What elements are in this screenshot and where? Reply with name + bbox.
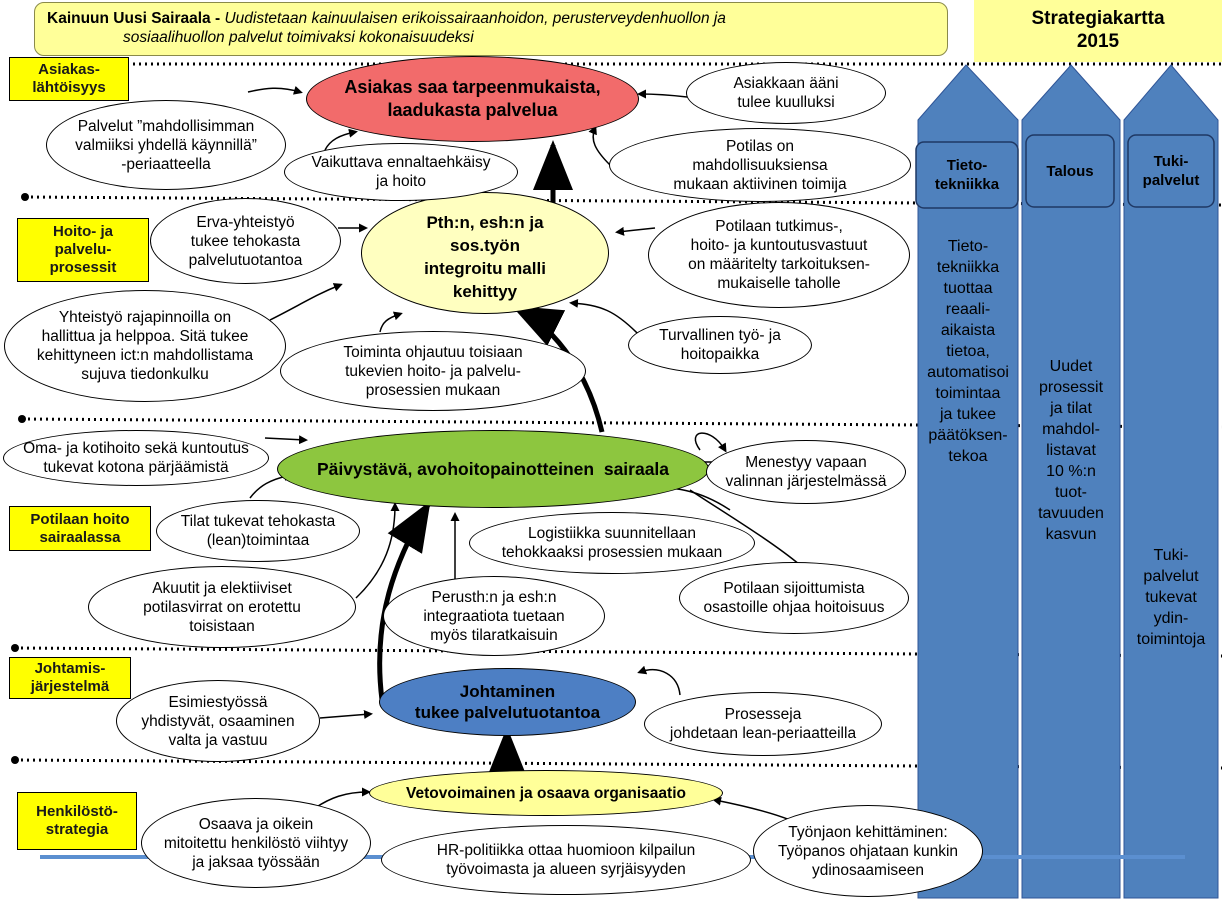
strategy-year: 2015: [1076, 31, 1120, 52]
bubble-erva: Erva-yhteistyö tukee tehokasta palvelutu…: [150, 198, 341, 284]
title-line-2: sosiaalihuollon palvelut toimivaksi koko…: [47, 28, 935, 47]
level-johtamisjarjestelma: Johtamis- järjestelmä: [9, 657, 131, 699]
bubble-hr: HR-politiikka ottaa huomioon kilpailun t…: [381, 825, 751, 895]
bubble-tilat: Tilat tukevat tehokasta (lean)toimintaa: [156, 500, 360, 562]
title-subtitle-1: Uudistetaan kainuulaisen erikoissairaanh…: [224, 10, 726, 27]
bubble-vaikuttava: Vaikuttava ennaltaehkäisy ja hoito: [284, 143, 518, 201]
strategy-title: Strategiakartta: [1031, 8, 1165, 29]
level-potilaan-hoito: Potilaan hoito sairaalassa: [9, 506, 151, 551]
level-asiakaslahtoisyys: Asiakas- lähtöisyys: [9, 57, 129, 101]
bubble-sijoittuminen: Potilaan sijoittumista osastoille ohjaa …: [679, 562, 909, 634]
column-label-tukipalvelut: Tuki- palvelut: [1142, 153, 1200, 189]
bubble-akuutit: Akuutit ja elektiiviset potilasvirrat on…: [88, 566, 356, 648]
column-label-tietotekniikka: Tieto- tekniikka: [934, 157, 1000, 193]
bubble-prosesseja: Prosesseja johdetaan lean-periaatteilla: [644, 692, 882, 756]
title-bold: Kainuun Uusi Sairaala -: [47, 10, 225, 27]
column-text-talous: Uudet prosessit ja tilat mahdol- listava…: [1038, 358, 1104, 543]
column-label-box-talous: [1025, 134, 1115, 208]
strategy-map-label: Strategiakartta 2015: [974, 0, 1222, 62]
level-hoito-prosessit: Hoito- ja palvelu- prosessit: [17, 218, 149, 282]
bubble-menestyy: Menestyy vapaan valinnan järjestelmässä: [706, 440, 906, 504]
bubble-yhteistyo: Yhteistyö rajapinnoilla on hallittua ja …: [4, 290, 286, 402]
header-title-box: Kainuun Uusi Sairaala - Uudistetaan kain…: [34, 2, 948, 56]
bubble-esimiestyo: Esimiestyössä yhdistyvät, osaaminen valt…: [116, 680, 320, 762]
column-label-box-tieto: [915, 141, 1019, 209]
goal-vetovoima: Vetovoimainen ja osaava organisaatio: [369, 770, 723, 816]
bubble-osaava: Osaava ja oikein mitoitettu henkilöstö v…: [141, 798, 371, 888]
bubble-toiminta: Toiminta ohjautuu toisiaan tukevien hoit…: [280, 331, 586, 411]
title-subtitle-2: sosiaalihuollon palvelut toimivaksi koko…: [123, 29, 474, 46]
bubble-logistiikka: Logistiikka suunnitellaan tehokkaaksi pr…: [469, 512, 755, 574]
goal-pth-integroitu: Pth:n, esh:n ja sos.työn integroitu mall…: [361, 192, 609, 314]
column-talous: [1021, 64, 1121, 899]
goal-johtaminen: Johtaminen tukee palvelutuotantoa: [379, 668, 636, 736]
goal-asiakas: Asiakas saa tarpeenmukaista, laadukasta …: [306, 56, 639, 142]
column-label-box-tuki: [1127, 134, 1215, 208]
goal-paivystava: Päivystävä, avohoitopainotteinen sairaal…: [277, 430, 709, 508]
column-tukipalvelut: [1123, 64, 1219, 899]
bubble-tyonjaon: Työnjaon kehittäminen: Työpanos ohjataan…: [753, 805, 983, 897]
column-text-tukipalvelut: Tuki- palvelut tukevat ydin- toimintoja: [1136, 547, 1206, 648]
title-line-1: Kainuun Uusi Sairaala - Uudistetaan kain…: [47, 9, 935, 28]
separator-line: [21, 417, 1222, 429]
column-tietotekniikka: [917, 64, 1019, 899]
level-henkilostostrategia: Henkilöstö- strategia: [17, 792, 137, 850]
bubble-palvelut: Palvelut ”mahdollisimman valmiiksi yhdel…: [46, 100, 286, 190]
bubble-potilaan-tutkimus: Potilaan tutkimus-, hoito- ja kuntoutusv…: [648, 202, 910, 308]
arrow-johtaminen-to-paivystava: [377, 500, 431, 701]
bubble-asiakkaan-aani: Asiakkaan ääni tulee kuulluksi: [686, 62, 886, 124]
bubble-turvallinen: Turvallinen työ- ja hoitopaikka: [628, 316, 812, 374]
column-text-tietotekniikka: Tieto- tekniikka tuottaa reaali- aikaist…: [927, 238, 1009, 465]
bubble-oma-ja-kotihoito: Oma- ja kotihoito sekä kuntoutus tukevat…: [3, 430, 269, 486]
column-label-talous: Talous: [1046, 162, 1094, 180]
bubble-perusth: Perusth:n ja esh:n integraatiota tuetaan…: [383, 576, 605, 656]
bubble-potilas-on: Potilas on mahdollisuuksiensa mukaan akt…: [609, 128, 911, 202]
